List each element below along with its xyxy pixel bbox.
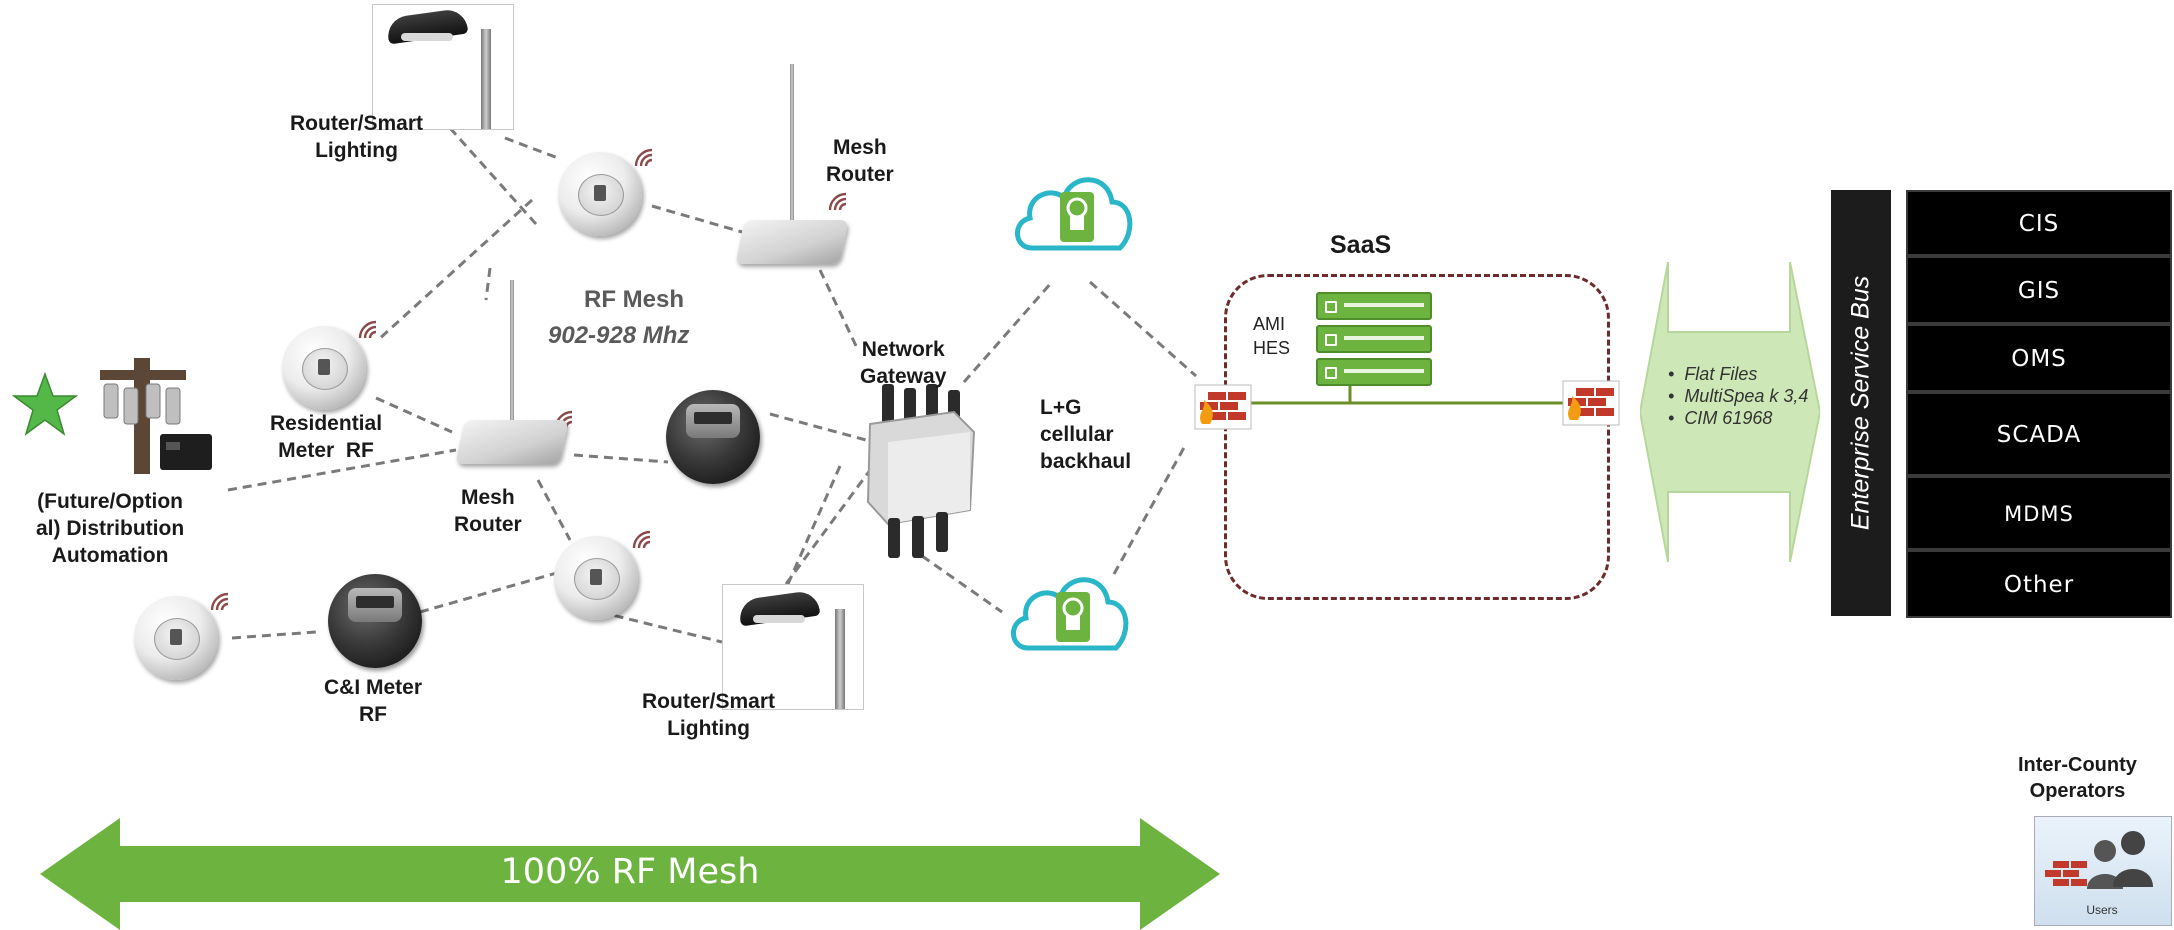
users-icon: [2034, 816, 2172, 926]
system-other: Other: [1906, 550, 2172, 618]
link: [376, 198, 534, 342]
saas-title: SaaS: [1330, 231, 1392, 259]
system-mdms: MDMS: [1906, 476, 2172, 550]
system-cis: CIS: [1906, 190, 2172, 256]
distribution-automation-device: [100, 358, 212, 474]
link: [599, 610, 723, 644]
system-scada: SCADA: [1906, 392, 2172, 476]
link: [1112, 443, 1188, 575]
firewall-icon-right: [1562, 380, 1620, 426]
network-gateway-device: [866, 384, 976, 558]
meter-residential: [282, 326, 366, 410]
rf-mesh-coverage-label: 100% RF Mesh: [500, 852, 760, 892]
link: [1089, 280, 1197, 378]
link: [769, 412, 867, 442]
link: [784, 461, 878, 585]
street-light-photo-top: [372, 4, 514, 130]
saas-boundary: [1224, 274, 1610, 600]
street-light-photo-bottom: [722, 584, 864, 710]
system-oms: OMS: [1906, 324, 2172, 392]
users-icon-graphic: [2045, 831, 2153, 889]
enterprise-service-bus: Enterprise Service Bus: [1831, 190, 1891, 616]
server-stack-icon: [1316, 292, 1432, 391]
system-gis: GIS: [1906, 256, 2172, 324]
rf-mesh-frequency: 902-928 Mhz: [548, 322, 690, 349]
link: [231, 630, 317, 640]
meter-center-bottom: [554, 536, 638, 620]
link: [786, 465, 842, 585]
esb-label: Enterprise Service Bus: [1846, 275, 1875, 531]
wireless-signal-icon: [210, 592, 229, 611]
integration-formats-list: • Flat Files • MultiSpea k 3,4 • CIM 619…: [1668, 364, 1809, 428]
ci-meter-right: [666, 390, 760, 484]
wireless-signal-icon: [828, 192, 847, 211]
meter-left-bottom: [134, 596, 218, 680]
star-icon: [12, 372, 78, 436]
rf-mesh-coverage-arrow: [40, 818, 1220, 930]
link: [419, 570, 561, 614]
link: [484, 267, 492, 301]
wireless-signal-icon: [358, 320, 377, 339]
integration-arrow: [1640, 262, 1820, 562]
ami-hes-label: AMI HES: [1253, 314, 1291, 358]
link: [504, 136, 559, 160]
rf-mesh-title: RF Mesh: [584, 286, 685, 313]
link: [962, 281, 1054, 383]
meter-top: [558, 152, 642, 236]
cloud-icon-bottom: [1011, 577, 1129, 651]
link: [573, 453, 669, 464]
link: [536, 479, 572, 541]
cloud-icon-top: [1015, 177, 1133, 251]
users-icon-caption: Users: [2086, 903, 2118, 917]
wireless-signal-icon: [634, 148, 653, 167]
mesh-router-mid: [455, 280, 570, 464]
enterprise-systems-list: CIS GIS OMS SCADA MDMS Other: [1906, 190, 2172, 618]
wireless-signal-icon: [632, 530, 651, 549]
link: [227, 448, 457, 492]
mesh-router-top: [735, 64, 850, 264]
link: [651, 204, 743, 234]
link: [448, 126, 538, 226]
link: [375, 396, 453, 434]
ci-meter-left: [328, 574, 422, 668]
link: [818, 269, 860, 351]
link: [921, 554, 1003, 614]
firewall-icon-left: [1194, 384, 1252, 430]
